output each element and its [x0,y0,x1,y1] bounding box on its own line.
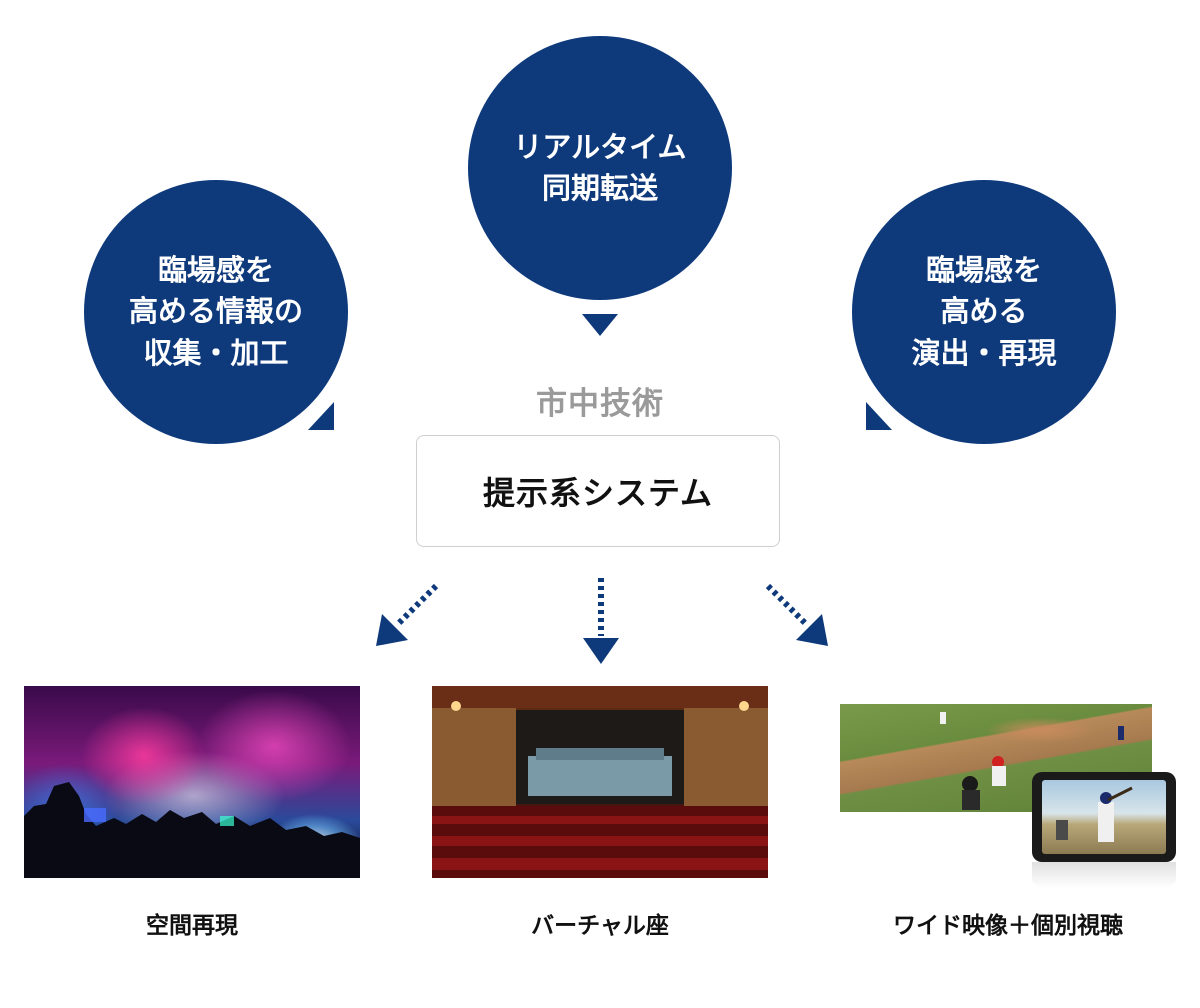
bubble-right-line1: 臨場感を [925,253,1042,288]
bubble-right-line3: 演出・再現 [911,335,1057,370]
baseball-field-photo [840,704,1152,812]
presentation-system-box: 提示系システム [416,435,780,547]
bubble-presentation: 臨場感を 高める 演出・再現 [852,180,1116,444]
concert-photo [24,686,360,878]
bubble-realtime-sync: リアルタイム 同期転送 [468,36,732,300]
arrow-down-center [583,578,619,664]
tablet-screen [1042,780,1166,854]
bubble-left-line1: 臨場感を [157,253,274,288]
bubble-top-line1: リアルタイム [513,129,687,164]
bubble-left-line3: 収集・加工 [143,335,289,370]
caption-spatial-reproduction: 空間再現 [146,913,238,939]
bubble-left-pointer [308,402,334,430]
baseball-players [940,712,1124,810]
tablet-batter-image [1056,786,1133,842]
bubble-top-line2: 同期転送 [541,171,658,205]
caption-virtual-seat: バーチャル座 [531,913,669,939]
arrow-down-left [376,583,439,646]
bubble-info-collection: 臨場感を 高める情報の 収集・加工 [84,180,348,444]
bubble-left-line2: 高める情報の [128,294,303,329]
caption-wide-video: ワイド映像＋個別視聴 [893,913,1123,939]
theater-photo [432,686,768,878]
tablet-reflection [1032,862,1176,888]
bubble-right-line2: 高める [940,294,1028,329]
system-box-label: 提示系システム [482,474,714,512]
tablet-device [1032,772,1176,862]
bubble-right-pointer [866,402,892,430]
theater-interior [432,686,768,878]
arrow-down-right [765,583,828,646]
concert-crowd-silhouette [24,782,360,878]
bubble-top-pointer [582,314,618,336]
subtitle-commercial-tech: 市中技術 [536,386,664,422]
